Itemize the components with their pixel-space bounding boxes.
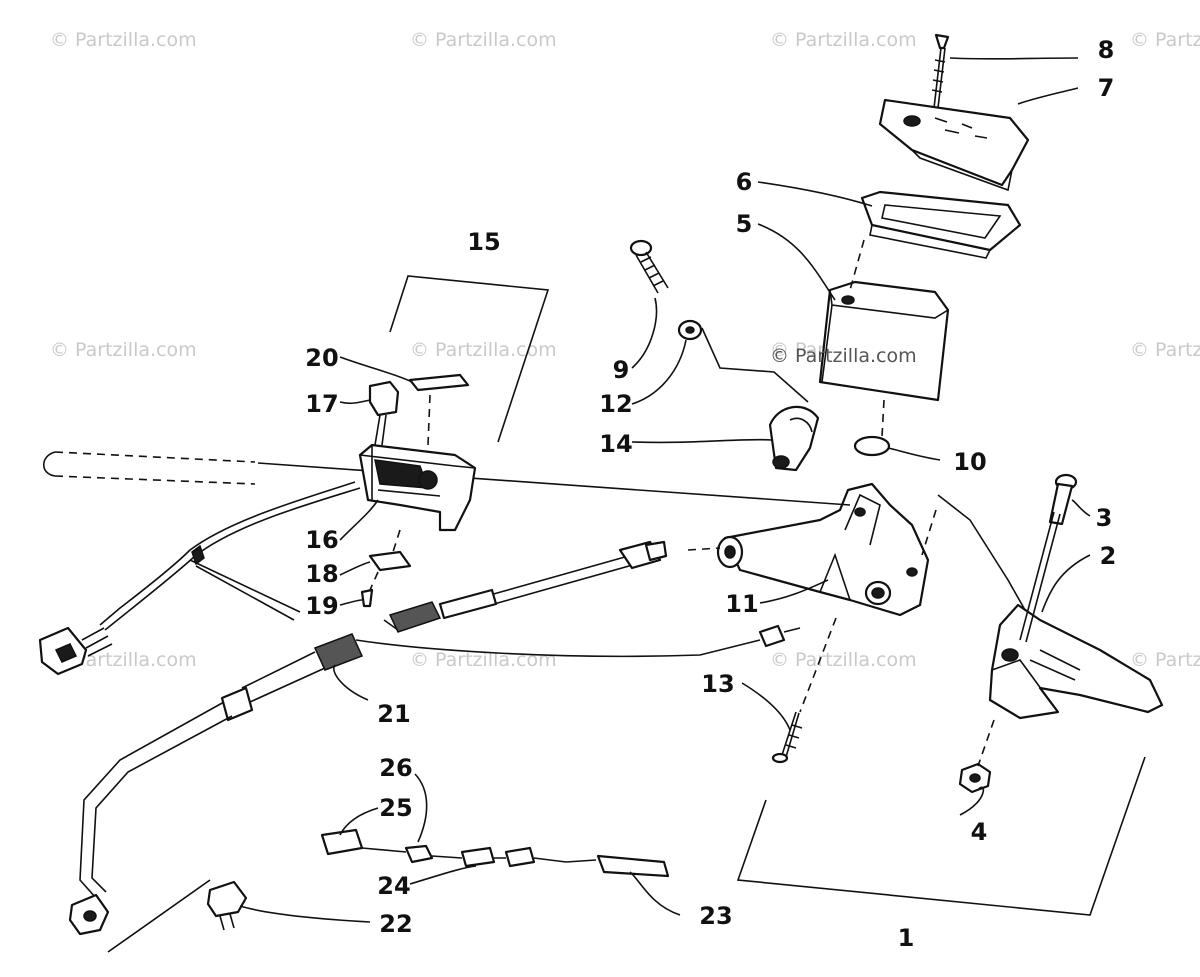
- throttle-cable: [355, 624, 801, 658]
- small-parts: [320, 828, 670, 878]
- brake-lever: [988, 603, 1164, 720]
- wire-connector: [38, 626, 113, 676]
- reservoir-cover: [878, 98, 1030, 192]
- wire-harness: [99, 481, 361, 631]
- callout-19: 19: [305, 592, 338, 620]
- washer-hole: [685, 326, 695, 334]
- callout-17: 17: [305, 390, 338, 418]
- watermark: © Partzilla.com: [50, 649, 197, 671]
- diaphragm: [860, 190, 1022, 259]
- callout-22: 22: [379, 910, 412, 938]
- watermark: © Partzilla.com: [770, 649, 917, 671]
- callout-14: 14: [599, 430, 632, 458]
- watermark: © Partzilla.com: [50, 339, 197, 361]
- callout-24: 24: [377, 872, 410, 900]
- watermark: © Partzilla.com: [50, 29, 197, 51]
- callout-16: 16: [305, 526, 338, 554]
- watermark: © Partzilla.com: [410, 339, 557, 361]
- callout-18: 18: [305, 560, 338, 588]
- callouts: 1 2 3 4 5 6 7 8 9 10 11 12 13 14 15 16 1…: [305, 36, 1116, 952]
- watermark: © Partzilla.com: [770, 345, 917, 367]
- master-cylinder: [716, 482, 930, 617]
- callout-10: 10: [953, 448, 986, 476]
- clamp-bolt: [629, 239, 669, 294]
- callout-20: 20: [305, 344, 338, 372]
- callout-1: 1: [898, 924, 915, 952]
- switch-housing: [358, 443, 477, 532]
- callout-23: 23: [699, 902, 732, 930]
- group-bracket-15: [389, 275, 550, 443]
- callout-12: 12: [599, 390, 632, 418]
- callout-21: 21: [377, 700, 410, 728]
- handlebar-clamp: [768, 405, 820, 472]
- callout-8: 8: [1098, 36, 1115, 64]
- handlebar-outline: [42, 451, 851, 506]
- nut-hole: [969, 773, 981, 783]
- callout-9: 9: [613, 356, 630, 384]
- switch-clip: [368, 550, 412, 572]
- callout-2: 2: [1100, 542, 1117, 570]
- callout-25: 25: [379, 794, 412, 822]
- small-screw: [360, 588, 374, 608]
- callout-15: 15: [467, 228, 500, 256]
- reservoir: [818, 280, 950, 402]
- brake-hose-upper: [383, 540, 668, 633]
- callout-11: 11: [725, 590, 758, 618]
- group-bracket-1: [736, 756, 1146, 916]
- cover-screw: [931, 33, 950, 109]
- callout-13: 13: [701, 670, 734, 698]
- callout-3: 3: [1096, 504, 1113, 532]
- switch-screw: [771, 711, 803, 764]
- callout-6: 6: [736, 168, 753, 196]
- switch-pad: [408, 373, 470, 392]
- fitting-bracket: [107, 879, 211, 953]
- watermark: © Partzilla.com: [1130, 339, 1200, 361]
- pivot-bolt: [1019, 473, 1078, 643]
- o-ring: [853, 435, 891, 457]
- brake-switch: [368, 380, 400, 446]
- hose-fitting: [68, 880, 248, 936]
- watermark: © Partzilla.com: [1130, 29, 1200, 51]
- brake-line: [79, 633, 364, 899]
- leader-lines: [239, 57, 1091, 923]
- callout-26: 26: [379, 754, 412, 782]
- callout-4: 4: [971, 818, 988, 846]
- watermark: © Partzilla.com: [770, 29, 917, 51]
- callout-5: 5: [736, 210, 753, 238]
- watermark: © Partzilla.com: [1130, 649, 1200, 671]
- watermark: © Partzilla.com: [410, 29, 557, 51]
- callout-7: 7: [1098, 74, 1115, 102]
